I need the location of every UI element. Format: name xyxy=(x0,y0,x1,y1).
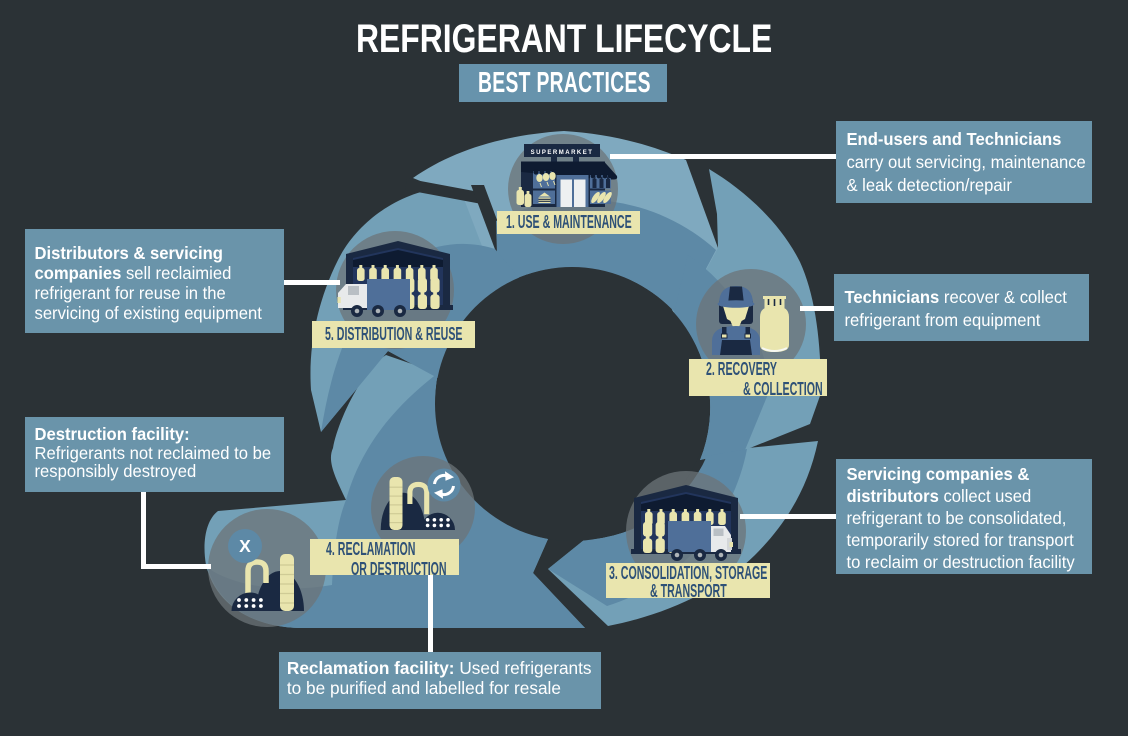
svg-text:SUPERMARKET: SUPERMARKET xyxy=(531,150,594,156)
svg-text:X: X xyxy=(239,536,251,556)
